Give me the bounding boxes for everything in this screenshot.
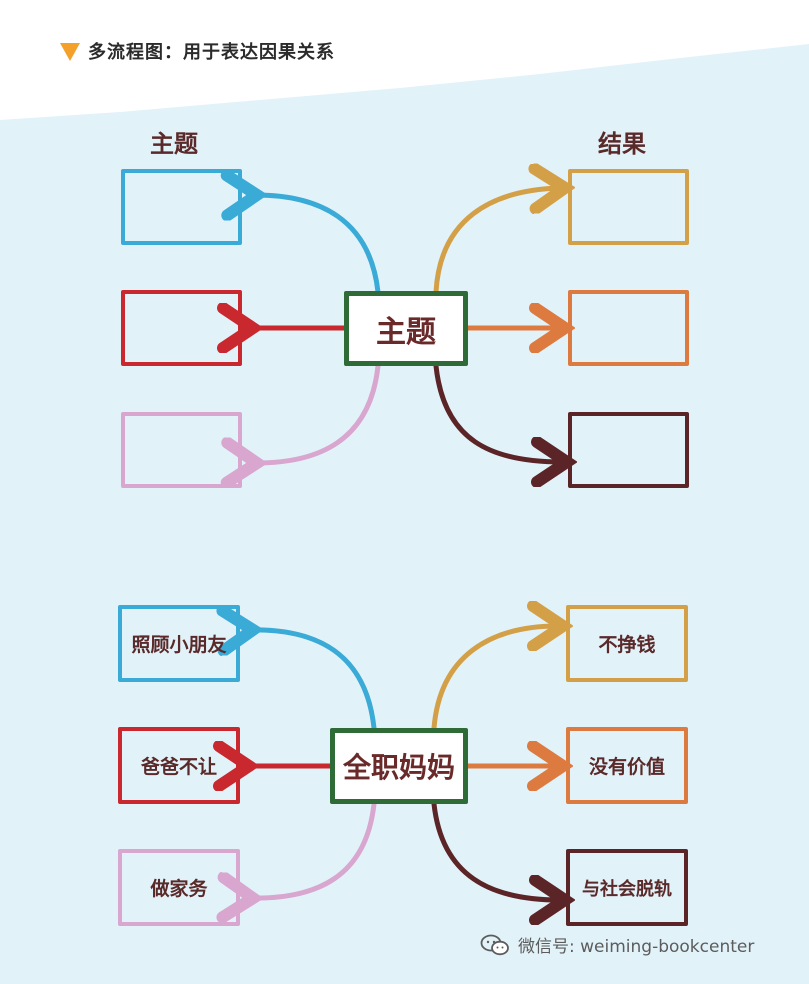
- page-title: 多流程图：用于表达因果关系: [88, 42, 335, 63]
- center-topic-box-2: 全职妈妈: [330, 728, 468, 804]
- arrow-to-left-top: [252, 195, 381, 295]
- effect-box-3: 与社会脱轨: [566, 849, 688, 926]
- effect-box-2: 没有价值: [566, 727, 688, 804]
- cause-box-3: 做家务: [118, 849, 240, 926]
- left-box-2: [121, 290, 242, 366]
- left-column-label: 主题: [150, 130, 198, 158]
- cause-box-1: 照顾小朋友: [118, 605, 240, 682]
- effect-box-1: 不挣钱: [566, 605, 688, 682]
- arrow-to-right-bottom: [433, 363, 562, 462]
- right-box-2: [568, 290, 689, 366]
- arrow2-to-left-top: [248, 630, 377, 731]
- wechat-icon: [480, 934, 509, 955]
- watermark: 微信号: weiming-bookcenter: [480, 932, 754, 957]
- arrow-to-right-top: [433, 188, 560, 295]
- left-box-1: [121, 169, 242, 245]
- arrow2-to-left-bottom: [248, 801, 377, 898]
- cause-box-2: 爸爸不让: [118, 727, 240, 804]
- triangle-bullet-icon: [60, 43, 80, 61]
- watermark-text: 微信号: weiming-bookcenter: [518, 937, 755, 957]
- arrow2-to-right-bottom: [431, 801, 560, 900]
- arrow2-to-right-top: [431, 626, 558, 731]
- left-box-3: [121, 412, 242, 488]
- right-column-label: 结果: [598, 130, 646, 158]
- right-box-3: [568, 412, 689, 488]
- center-topic-box: 主题: [344, 291, 468, 366]
- right-box-1: [568, 169, 689, 245]
- arrow-to-left-bottom: [252, 363, 381, 463]
